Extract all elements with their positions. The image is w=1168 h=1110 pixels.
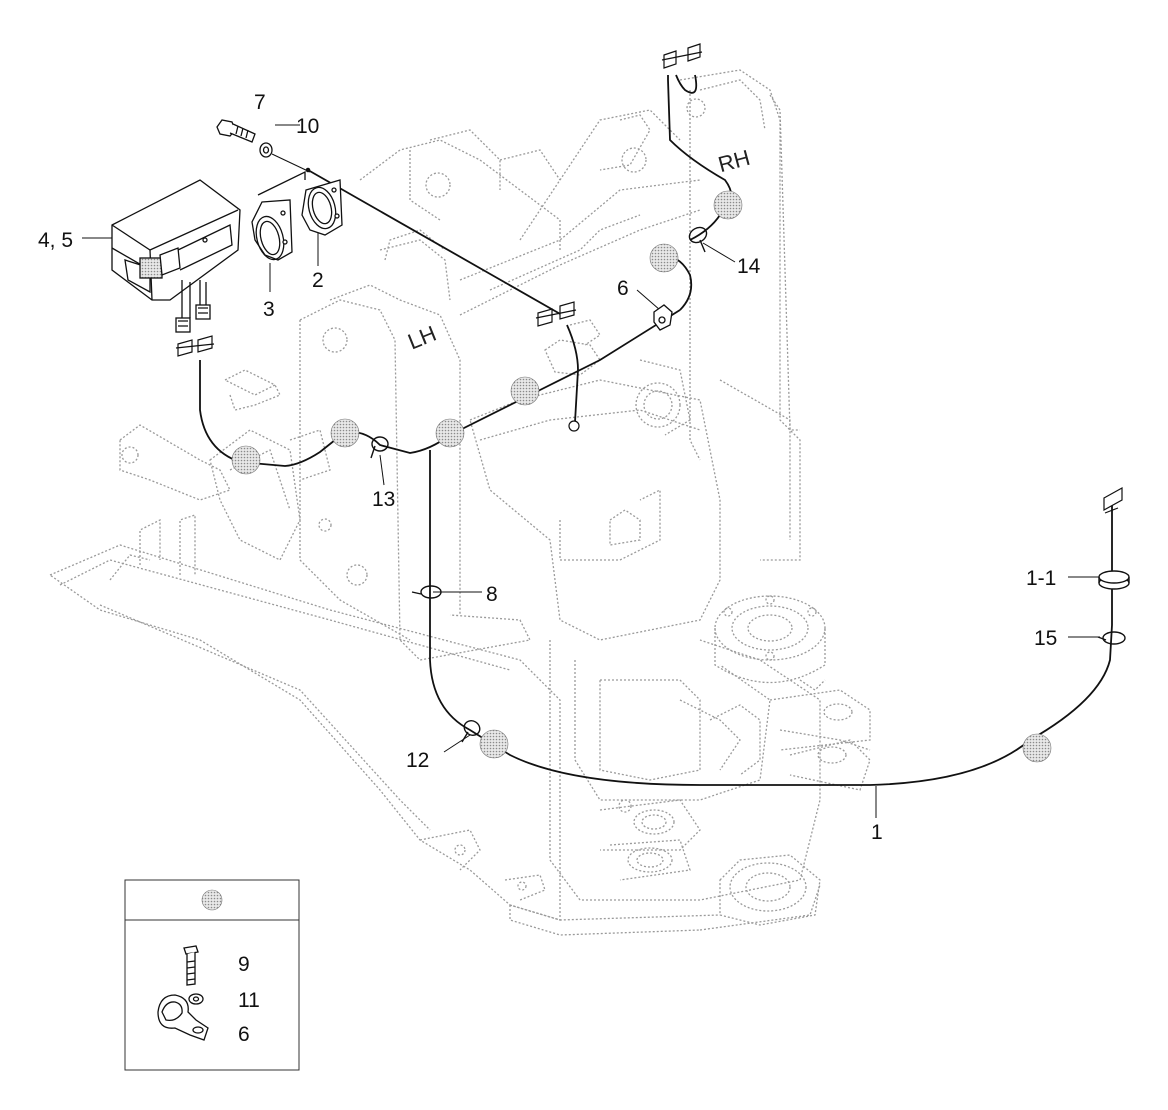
callout-6-inset: 6 bbox=[238, 1023, 250, 1046]
bolt-part-7 bbox=[216, 119, 256, 143]
cable-tie-part-14 bbox=[688, 226, 708, 253]
clamp-dot bbox=[1022, 733, 1052, 763]
clamp-location-dots bbox=[231, 190, 1052, 763]
cable-tie-part-12 bbox=[461, 720, 481, 743]
clamp-dot bbox=[479, 729, 509, 759]
cable-tie-part-13 bbox=[370, 436, 389, 459]
callout-8: 8 bbox=[486, 583, 498, 606]
callout-4-5: 4, 5 bbox=[38, 229, 74, 252]
callout-15: 15 bbox=[1034, 627, 1058, 650]
washer-part-11 bbox=[188, 993, 204, 1005]
callout-9: 9 bbox=[238, 953, 250, 976]
cable-tie-part-15 bbox=[1097, 631, 1126, 645]
bolt-part-9 bbox=[183, 945, 199, 986]
callout-6-top: 6 bbox=[617, 277, 629, 300]
clamp-dot bbox=[435, 418, 465, 448]
clamp-dot bbox=[231, 445, 261, 475]
clamp-detail-inset bbox=[124, 879, 300, 1071]
callout-3: 3 bbox=[263, 298, 275, 321]
clamp-dot bbox=[330, 418, 360, 448]
clip-part-6 bbox=[653, 304, 673, 331]
bracket-part-2 bbox=[301, 179, 343, 236]
excavator-upper-frame bbox=[48, 69, 871, 936]
connector-tags bbox=[175, 43, 1123, 514]
controller-box-part-4-5 bbox=[111, 179, 241, 333]
callout-13: 13 bbox=[372, 488, 396, 511]
callout-7: 7 bbox=[254, 91, 266, 114]
clamp-part-6 bbox=[157, 994, 209, 1041]
callout-1: 1 bbox=[871, 821, 883, 844]
callout-11: 11 bbox=[238, 989, 260, 1012]
clamp-dot-symbol bbox=[201, 889, 223, 911]
callout-10: 10 bbox=[296, 115, 320, 138]
washer-part-10 bbox=[259, 142, 273, 158]
callout-1-1: 1-1 bbox=[1026, 567, 1057, 590]
alignment-line bbox=[271, 153, 311, 173]
callout-12: 12 bbox=[406, 749, 430, 772]
grommet-part-8 bbox=[411, 585, 442, 599]
bracket-part-3 bbox=[251, 170, 306, 261]
callout-2: 2 bbox=[312, 269, 324, 292]
clamp-dot bbox=[649, 243, 679, 273]
callout-14: 14 bbox=[737, 255, 761, 278]
grommet-part-1-1 bbox=[1098, 570, 1130, 590]
clamp-dot bbox=[510, 376, 540, 406]
clamp-dot bbox=[713, 190, 743, 220]
